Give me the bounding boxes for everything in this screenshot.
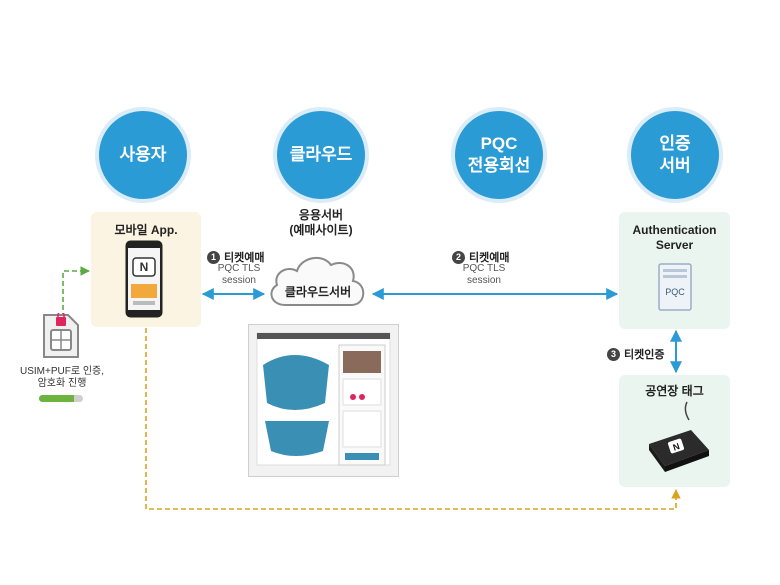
actor-user-circle: 사용자 bbox=[95, 107, 191, 203]
encryption-progress-bar bbox=[39, 395, 83, 402]
step-2-sub: PQC TLS session bbox=[462, 263, 506, 286]
cloud-icon bbox=[263, 245, 373, 315]
svg-text:N: N bbox=[140, 260, 149, 274]
step-2-number: 2 bbox=[452, 250, 465, 264]
nfc-reader-icon: N bbox=[643, 400, 713, 476]
step-2-label: 티켓예매 bbox=[469, 252, 510, 264]
venue-tag-title: 공연장 태그 bbox=[645, 384, 704, 398]
server-tower-icon bbox=[657, 262, 693, 312]
mobile-app-title: 모바일 App. bbox=[114, 223, 178, 237]
arrow-sim-app bbox=[62, 266, 90, 318]
auth-server-title: Authentication Server bbox=[632, 223, 717, 252]
step-1-title: 1 티켓예매 bbox=[207, 249, 264, 265]
ticket-site-screenshot bbox=[248, 324, 399, 477]
usim-caption: USIM+PUF로 인증, 암호화 진행 bbox=[20, 366, 104, 389]
app-server-title: 응용서버 (예매사이트) bbox=[289, 208, 353, 237]
step-2-title: 2 티켓예매 bbox=[452, 249, 509, 265]
step-1-label: 티켓예매 bbox=[224, 252, 265, 264]
cloud-server-label: 클라우드서버 bbox=[284, 285, 352, 299]
actor-cloud-circle: 클라우드 bbox=[273, 107, 369, 203]
step-3-title: 3 티켓인증 bbox=[607, 346, 664, 362]
actor-pqc-line-circle: PQC 전용회선 bbox=[451, 107, 547, 203]
arrow-app-tag bbox=[145, 328, 681, 510]
usim-card-icon bbox=[42, 311, 80, 359]
svg-text:N: N bbox=[672, 441, 681, 453]
step-1-number: 1 bbox=[207, 250, 220, 264]
smartphone-icon: N bbox=[125, 240, 163, 318]
actor-auth-server-circle: 인증 서버 bbox=[627, 107, 723, 203]
server-box-label: PQC bbox=[665, 287, 685, 297]
step-1-sub: PQC TLS session bbox=[217, 263, 261, 286]
step-3-number: 3 bbox=[607, 347, 620, 361]
encryption-progress-fill bbox=[39, 395, 75, 402]
step-3-label: 티켓인증 bbox=[624, 349, 665, 361]
